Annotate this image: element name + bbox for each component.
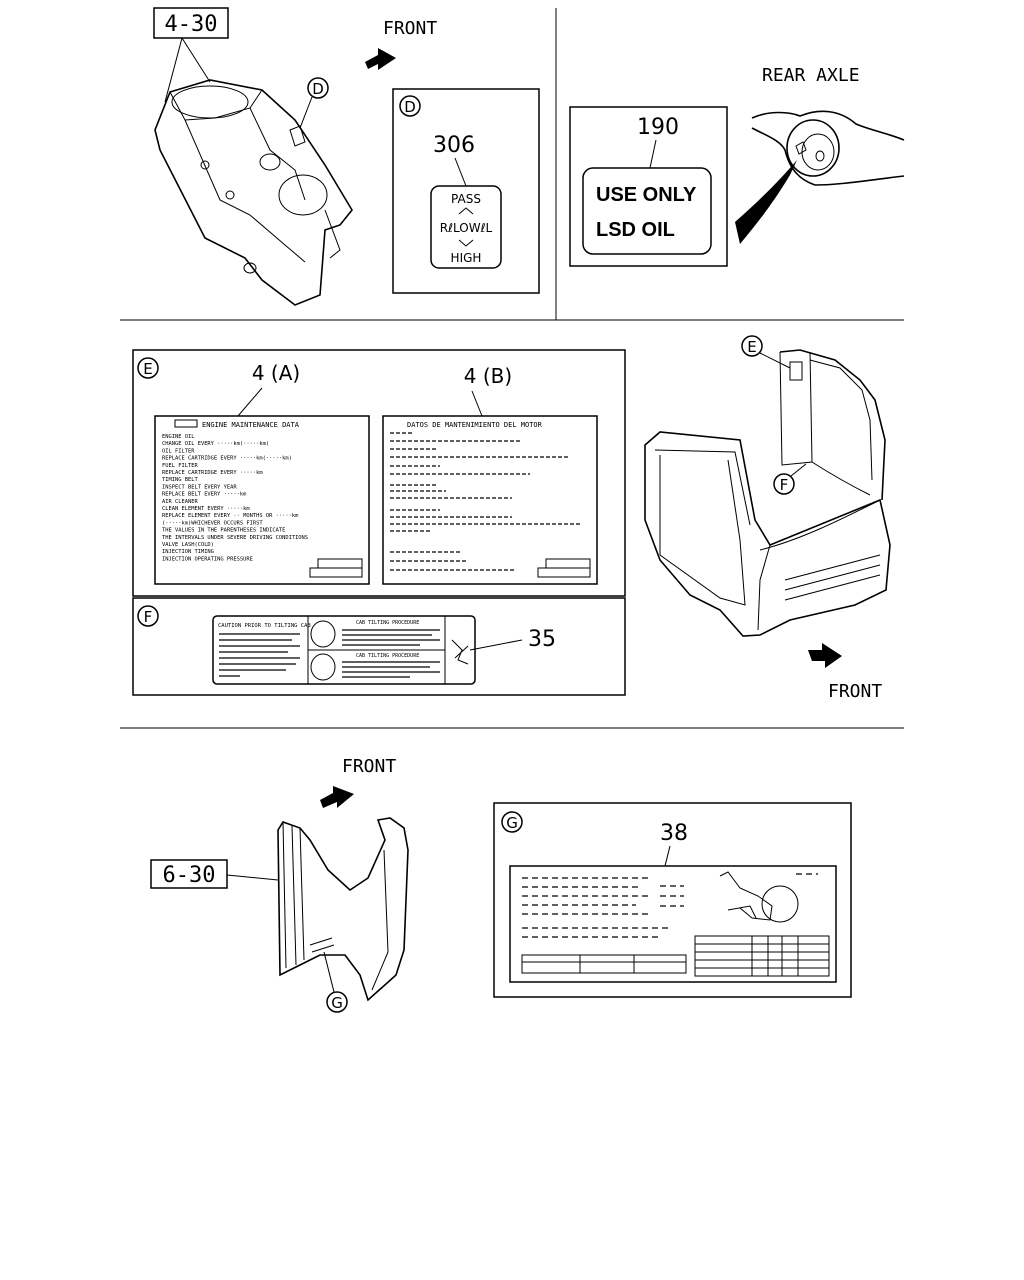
part-number-306: 306 (433, 133, 475, 158)
detail-g-panel: G 38 (493, 802, 852, 998)
panel-drawing (277, 817, 409, 1002)
shift-label-pass: PASS (451, 192, 481, 206)
shift-label-high: HIGH (451, 251, 482, 265)
label-4a-line: REPLACE CARTRIDGE EVERY ·····km(·····km) (162, 456, 292, 462)
detail-e-panel: E 4 (A) 4 (B) ENGINE MAINTENANCE DATA EN… (132, 349, 626, 597)
label-4a-line: CLEAN ELEMENT EVERY ·····km (162, 506, 250, 512)
label-38 (509, 865, 837, 983)
label-4a-line: TIMING BELT (162, 477, 198, 483)
label-4a-line: REPLACE CARTRIDGE EVERY ·····km (162, 470, 263, 476)
label-4b-title: DATOS DE MANTENIMIENTO DEL MOTOR (407, 421, 543, 429)
callout-d[interactable]: D (307, 77, 329, 99)
label-35-right-top: CAB TILTING PROCEDURE (356, 620, 419, 626)
ref-box-4-30[interactable]: 4-30 (153, 7, 229, 39)
part-number-35: 35 (528, 627, 556, 652)
front-arrow-middle-icon (808, 643, 842, 668)
front-arrow-bottom-icon (320, 786, 354, 808)
shift-label-middle: RℓLOWℓL (440, 221, 493, 235)
detail-g-letter: G (506, 814, 518, 832)
axle-label-line1: USE ONLY (596, 184, 697, 206)
label-4a-line: INSPECT BELT EVERY YEAR (162, 484, 237, 490)
label-4a-title: ENGINE MAINTENANCE DATA (202, 421, 300, 429)
label-4a-line: THE INTERVALS UNDER SEVERE DRIVING CONDI… (162, 535, 308, 541)
label-35-right-bottom: CAB TILTING PROCEDURE (356, 653, 419, 659)
detail-f-panel: F CAUTION PRIOR TO TILTING CAB CAB TILTI… (132, 597, 626, 696)
label-4b-dashes (390, 432, 580, 571)
label-4a-line: ENGINE OIL (162, 434, 194, 440)
label-4a-line: OIL FILTER (162, 448, 195, 454)
label-4a-line: REPLACE ELEMENT EVERY ·· MONTHS OR ·····… (162, 513, 298, 519)
front-arrow-top-icon (365, 48, 396, 70)
label-4a-line: INJECTION TIMING (162, 549, 214, 555)
label-4a-line: INJECTION OPERATING PRESSURE (162, 556, 253, 562)
svg-text:F: F (780, 476, 789, 494)
front-label-top: FRONT (383, 18, 437, 39)
svg-text:E: E (747, 338, 756, 356)
axle-label-line2: LSD OIL (596, 219, 675, 241)
part-number-190: 190 (637, 115, 679, 140)
cab-drawing (644, 349, 891, 637)
label-4a-line: CHANGE OIL EVERY ·····km(·····km) (162, 441, 269, 447)
callout-e[interactable]: E (741, 335, 763, 357)
label-4a-line: VALVE LASH(COLD) (162, 542, 214, 548)
ref-box-6-30[interactable]: 6-30 (150, 859, 228, 889)
label-4a (154, 415, 370, 585)
callout-g[interactable]: G (326, 991, 348, 1013)
label-4a-line: (·····km)WHICHEVER OCCURS FIRST (162, 520, 263, 526)
detail-e-letter: E (143, 360, 152, 378)
front-label-bottom: FRONT (342, 756, 396, 777)
label-4a-line: THE VALUES IN THE PARENTHESES INDICATE (162, 528, 285, 534)
svg-text:G: G (331, 994, 343, 1012)
front-label-middle: FRONT (828, 681, 882, 702)
detail-d-panel: D 306 PASS RℓLOWℓL HIGH (392, 88, 540, 294)
part-number-38: 38 (660, 821, 688, 846)
detail-d-letter: D (404, 98, 416, 116)
part-number-4a: 4 (A) (252, 361, 300, 385)
rear-axle-drawing (735, 110, 905, 244)
svg-text:D: D (312, 80, 324, 98)
part-number-4b: 4 (B) (464, 364, 512, 388)
detail-rear-axle-panel: 190 USE ONLY LSD OIL (569, 106, 728, 267)
label-35-left-title: CAUTION PRIOR TO TILTING CAB (218, 623, 311, 629)
label-4a-line: REPLACE BELT EVERY ·····km (162, 492, 246, 498)
rear-axle-title: REAR AXLE (762, 65, 860, 86)
ref-box-label: 4-30 (165, 12, 218, 37)
callout-f[interactable]: F (773, 473, 795, 495)
detail-f-letter: F (144, 608, 153, 626)
label-4a-line: AIR CLEANER (162, 499, 198, 505)
transfer-bracket-drawing (154, 79, 353, 306)
label-4a-line: FUEL FILTER (162, 463, 198, 469)
label-4b (382, 415, 598, 585)
ref-box-6-30-label: 6-30 (163, 863, 216, 888)
